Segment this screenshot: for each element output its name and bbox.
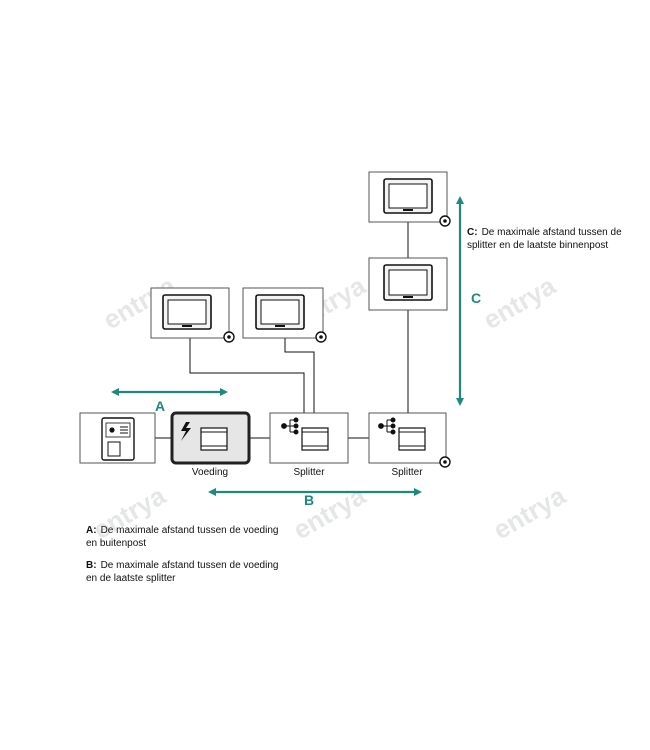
din-module-icon — [301, 427, 329, 451]
legend-note-b-prefix: B: — [86, 560, 97, 571]
legend-note-b: B:De maximale afstand tussen de voeding … — [86, 559, 386, 585]
splitter-1 — [269, 412, 349, 464]
outdoor-station — [79, 412, 156, 464]
loop-connector-icon — [315, 331, 327, 343]
distance-c-letter: C — [471, 290, 481, 306]
splitter-2 — [368, 412, 451, 468]
loop-connector-icon — [223, 331, 235, 343]
monitor-middle — [242, 287, 327, 343]
network-tree-icon — [378, 417, 396, 435]
lightning-icon — [181, 422, 191, 441]
legend-note-c-line1: De maximale afstand tussen de — [481, 227, 622, 238]
legend-note-a-line1: De maximale afstand tussen de voeding — [100, 525, 279, 536]
splitter-1-label: Splitter — [293, 467, 325, 478]
wiring — [155, 222, 409, 439]
legend-note-c: C:De maximale afstand tussen de splitter… — [467, 226, 645, 252]
monitor-top-right-2 — [368, 257, 448, 311]
din-module-icon — [398, 427, 426, 451]
power-supply-label: Voeding — [192, 467, 228, 478]
monitor-icon — [255, 294, 305, 330]
legend-note-a-line2: en buitenpost — [86, 538, 147, 549]
splitter-2-label: Splitter — [391, 467, 423, 478]
power-supply — [170, 411, 251, 465]
monitor-icon — [383, 264, 433, 301]
doorbell-panel-icon — [101, 417, 135, 461]
legend-note-a: A:De maximale afstand tussen de voeding … — [86, 524, 386, 550]
monitor-top-right-1 — [368, 171, 451, 227]
watermark-text: entrya — [478, 270, 561, 335]
legend-note-a-prefix: A: — [86, 525, 97, 536]
distance-b-letter: B — [304, 492, 314, 508]
monitor-icon — [162, 294, 212, 330]
network-tree-icon — [281, 417, 299, 435]
watermark-text: entrya — [488, 480, 571, 545]
monitor-left — [150, 287, 235, 343]
loop-connector-icon — [439, 215, 451, 227]
legend-note-c-prefix: C: — [467, 227, 478, 238]
distance-a-letter: A — [155, 398, 165, 414]
din-module-icon — [200, 427, 228, 451]
legend-note-b-line1: De maximale afstand tussen de voeding — [100, 560, 279, 571]
monitor-icon — [383, 178, 433, 214]
legend-note-b-line2: en de laatste splitter — [86, 573, 176, 584]
legend-note-c-line2: splitter en de laatste binnenpost — [467, 240, 609, 251]
loop-connector-icon — [439, 456, 451, 468]
